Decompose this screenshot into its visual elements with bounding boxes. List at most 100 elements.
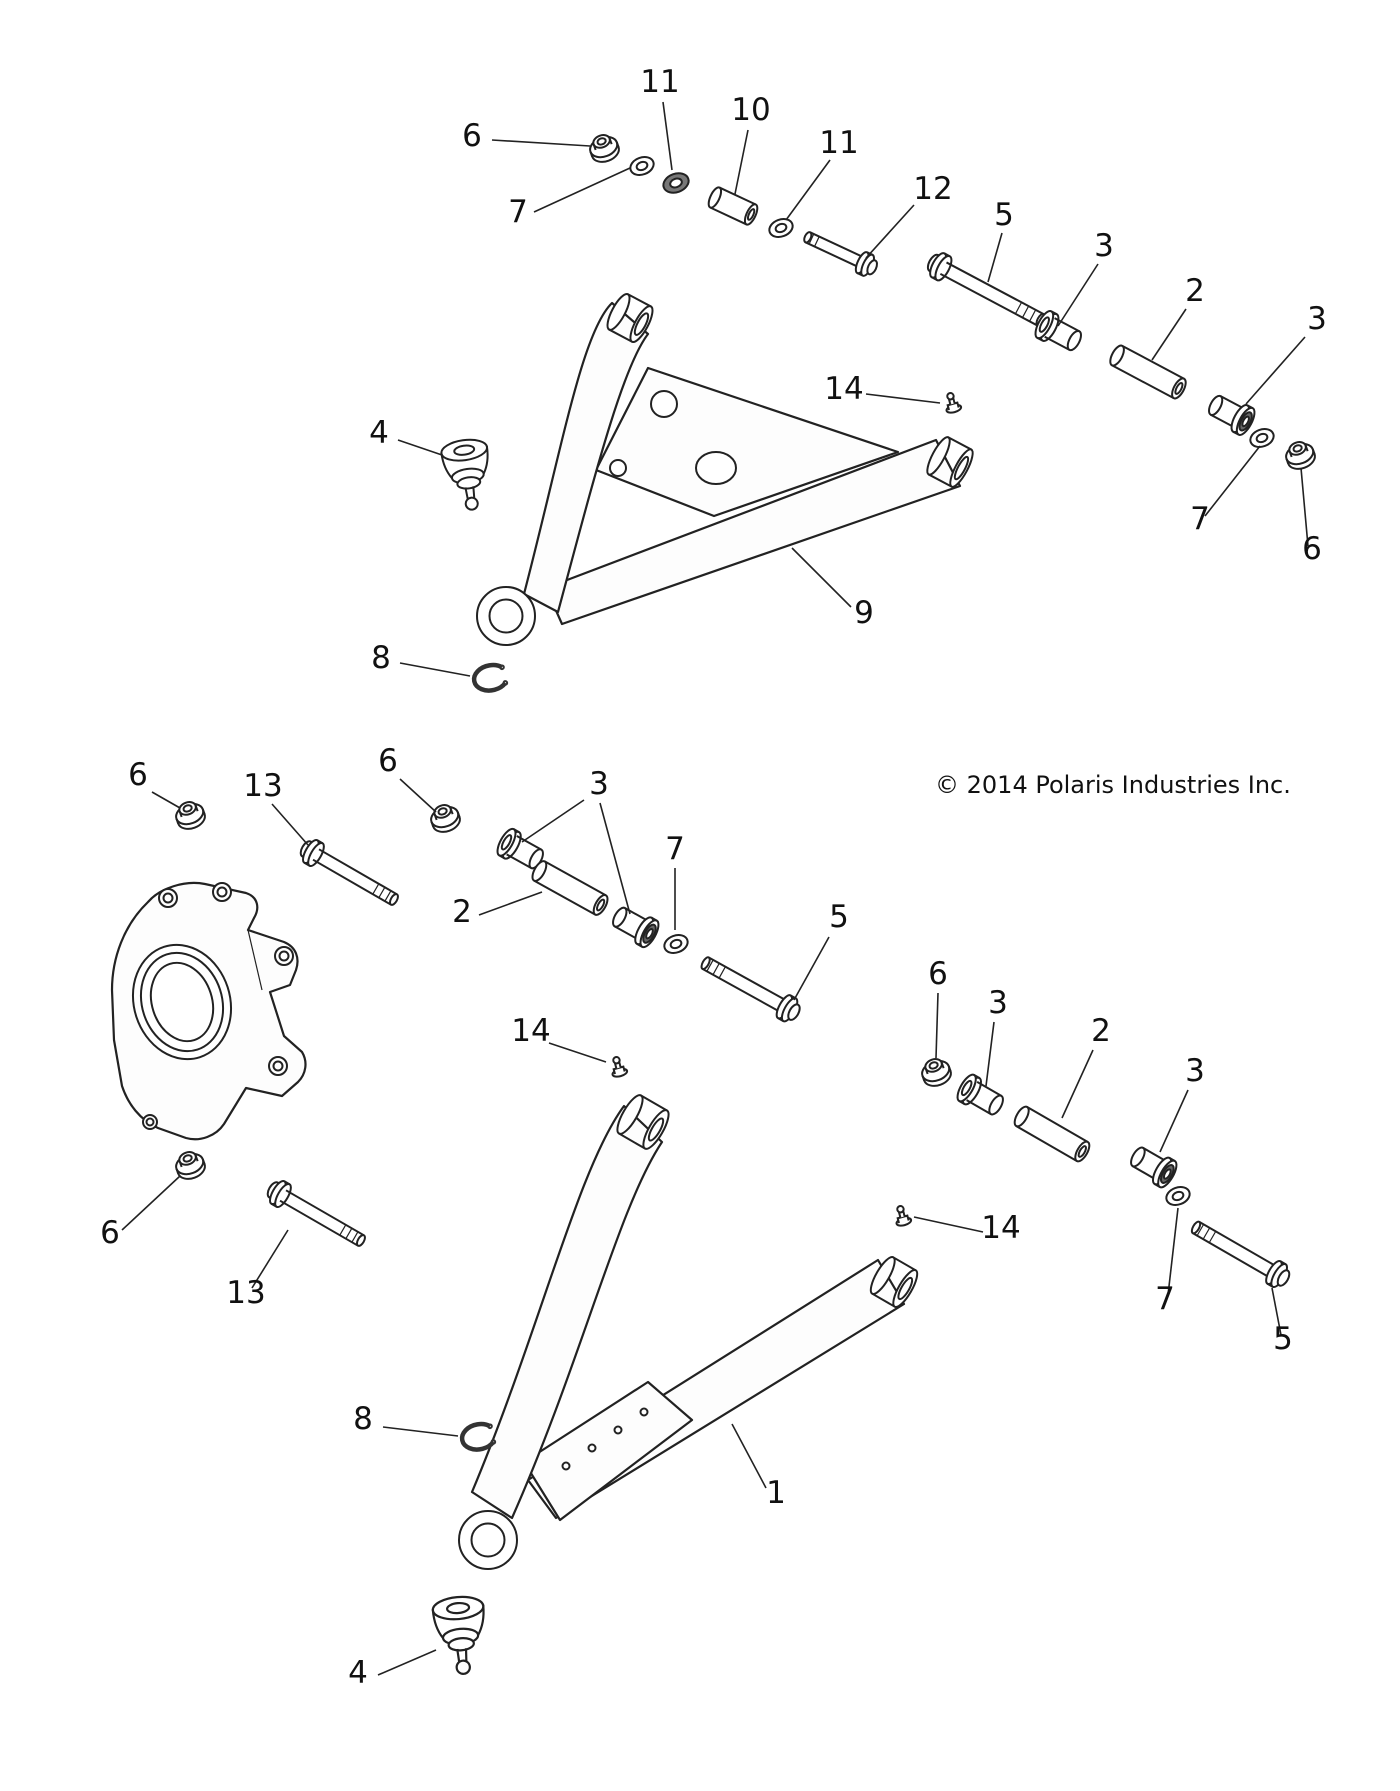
leader-line xyxy=(548,1042,607,1063)
callout-label-8: 8 xyxy=(371,640,391,676)
leader-line xyxy=(935,992,939,1059)
callout-label-3: 3 xyxy=(1185,1053,1205,1089)
leader-line xyxy=(397,439,443,456)
callout-label-14: 14 xyxy=(824,371,863,407)
leader-line xyxy=(662,101,673,171)
callout-label-11: 11 xyxy=(640,64,679,100)
leader-line xyxy=(1245,336,1306,405)
callout-label-6: 6 xyxy=(928,956,948,992)
leader-line xyxy=(1151,308,1187,361)
callout-label-5: 5 xyxy=(1273,1321,1293,1357)
leader-line xyxy=(151,791,181,809)
callout-label-6: 6 xyxy=(1302,531,1322,567)
callout-label-12: 12 xyxy=(913,171,952,207)
leader-line xyxy=(791,547,852,608)
leader-line xyxy=(121,1175,181,1231)
washer-part xyxy=(660,930,692,958)
callout-label-7: 7 xyxy=(1190,501,1210,537)
circlip-part xyxy=(472,662,508,693)
callout-label-11: 11 xyxy=(819,125,858,161)
callout-label-7: 7 xyxy=(508,194,528,230)
callout-label-2: 2 xyxy=(1185,273,1205,309)
callout-label-2: 2 xyxy=(452,894,472,930)
leader-line xyxy=(734,129,749,195)
callout-label-4: 4 xyxy=(369,415,389,451)
flange-nut-part xyxy=(1281,436,1319,474)
callout-label-3: 3 xyxy=(988,985,1008,1021)
flanged-bushing-part xyxy=(952,1071,1009,1122)
callout-label-14: 14 xyxy=(981,1210,1020,1246)
flange-bolt-part xyxy=(295,834,405,914)
leader-line xyxy=(1057,263,1099,327)
leader-line xyxy=(987,232,1003,283)
leader-line xyxy=(1204,445,1261,517)
leader-line xyxy=(865,393,941,404)
callout-label-7: 7 xyxy=(665,831,685,867)
leader-line xyxy=(1271,1287,1282,1336)
leader-line xyxy=(533,167,631,213)
leader-line xyxy=(1167,1207,1179,1296)
lower-control-arm xyxy=(458,1094,919,1570)
flange-nut-part xyxy=(585,129,623,167)
callout-label-13: 13 xyxy=(226,1275,265,1311)
callout-label-6: 6 xyxy=(100,1215,120,1251)
flange-nut-part xyxy=(171,796,209,834)
leader-line xyxy=(1061,1049,1094,1119)
leader-line xyxy=(599,802,631,915)
spacer-tube-part xyxy=(1010,1103,1094,1165)
washer-part xyxy=(765,214,797,242)
grease-fitting-part xyxy=(891,1203,913,1229)
leader-line xyxy=(399,662,471,677)
leader-line xyxy=(731,1423,767,1489)
upper-arm-pivot-hardware-right xyxy=(922,247,1319,474)
flanged-bushing-part xyxy=(607,900,664,951)
callout-label-1: 1 xyxy=(766,1475,786,1511)
leader-line xyxy=(382,1426,459,1437)
callout-label-2: 2 xyxy=(1091,1013,1111,1049)
callout-label-14: 14 xyxy=(511,1013,550,1049)
steering-knuckle xyxy=(110,881,307,1141)
long-bolt-part xyxy=(1185,1213,1295,1293)
spacer-tube-part xyxy=(528,857,612,919)
grease-fitting-part xyxy=(607,1054,629,1080)
leader-line xyxy=(491,139,591,147)
leader-line xyxy=(521,799,585,843)
callout-label-3: 3 xyxy=(1094,228,1114,264)
flange-bolt-part xyxy=(799,224,882,281)
leader-line xyxy=(913,1216,984,1233)
leader-line xyxy=(377,1649,437,1676)
washer-part xyxy=(1162,1182,1194,1210)
callout-label-8: 8 xyxy=(353,1401,373,1437)
washer-part xyxy=(1246,424,1278,452)
ball-joint-part xyxy=(430,1593,491,1678)
long-bolt-part xyxy=(922,247,1051,335)
callout-label-6: 6 xyxy=(128,757,148,793)
washer-part xyxy=(626,152,658,180)
leader-line xyxy=(399,778,437,813)
callout-label-13: 13 xyxy=(243,768,282,804)
callout-label-5: 5 xyxy=(829,899,849,935)
callout-label-5: 5 xyxy=(994,197,1014,233)
leader-line xyxy=(271,803,309,846)
flange-nut-part xyxy=(917,1053,955,1091)
flanged-bushing-part xyxy=(1203,388,1259,439)
callout-label-4: 4 xyxy=(348,1655,368,1691)
callout-label-3: 3 xyxy=(1307,301,1327,337)
flanged-bushing-part xyxy=(1125,1140,1182,1191)
callout-label-3: 3 xyxy=(589,766,609,802)
leader-line xyxy=(793,936,830,1001)
callout-label-9: 9 xyxy=(854,595,874,631)
leader-line xyxy=(985,1021,995,1087)
flange-nut-part xyxy=(426,799,464,837)
bushing-ring-part xyxy=(659,168,693,198)
spacer-tube-part xyxy=(1106,342,1190,402)
callout-label-6: 6 xyxy=(378,743,398,779)
leader-line xyxy=(478,891,543,916)
lower-arm-rear-pivot-hardware xyxy=(891,1053,1295,1293)
leader-line xyxy=(251,1229,289,1289)
flange-bolt-part xyxy=(262,1175,372,1255)
spacer-tube-part xyxy=(705,184,761,228)
callout-label-6: 6 xyxy=(462,118,482,154)
